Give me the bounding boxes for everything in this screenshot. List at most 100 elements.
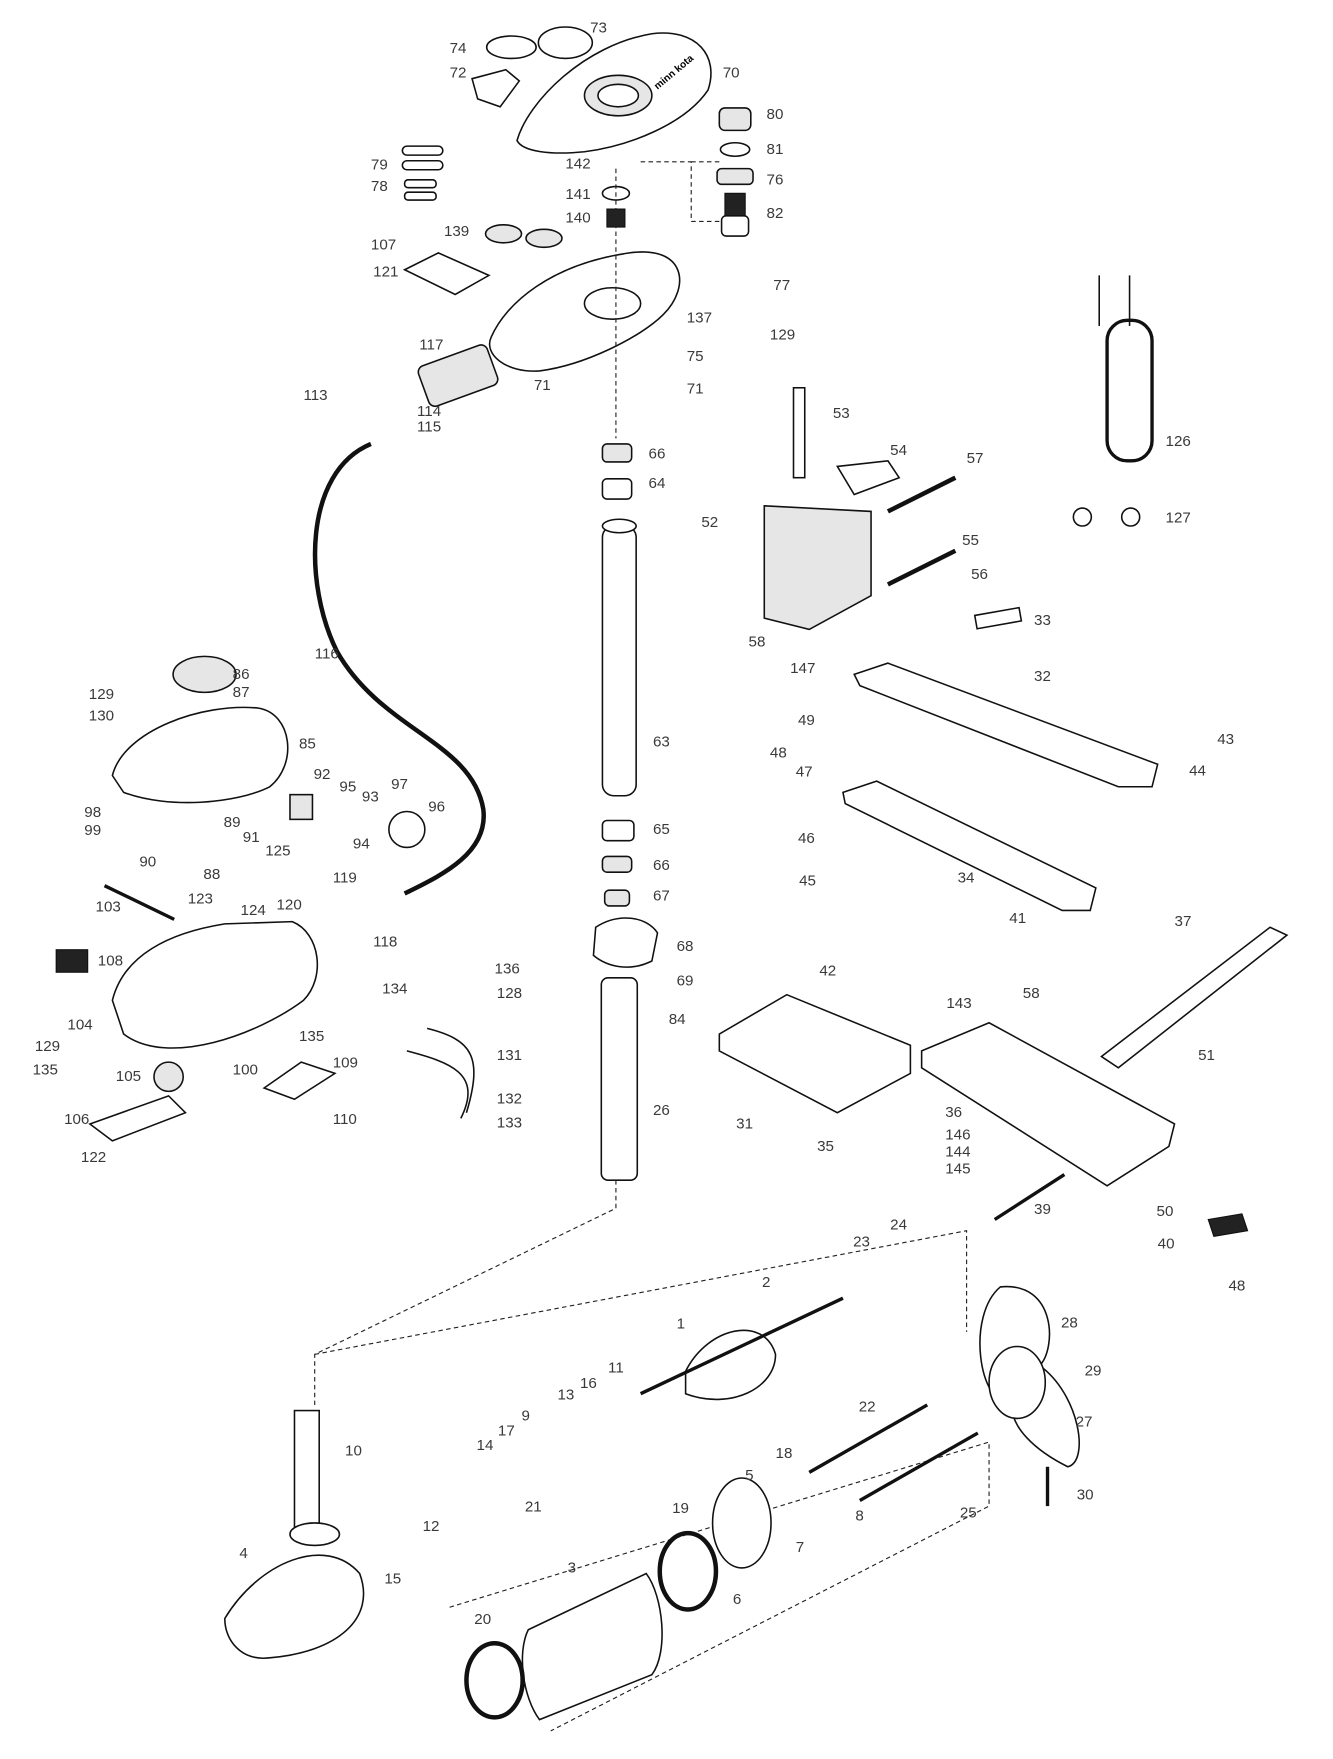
label-29: 29: [1085, 1363, 1102, 1380]
part-53: [792, 386, 806, 479]
label-46: 46: [798, 830, 815, 847]
label-88: 88: [203, 866, 220, 883]
label-104: 104: [67, 1017, 92, 1034]
label-79: 79: [371, 157, 388, 174]
label-70: 70: [723, 65, 740, 82]
part-117: [417, 344, 499, 408]
label-33: 33: [1034, 612, 1051, 629]
label-139: 139: [444, 223, 469, 240]
label-146: 146: [945, 1127, 970, 1144]
label-4: 4: [239, 1545, 247, 1562]
label-118: 118: [373, 933, 397, 950]
label-21: 21: [525, 1499, 542, 1516]
label-27: 27: [1076, 1413, 1093, 1430]
rail-35: [718, 993, 912, 1114]
label-77: 77: [773, 277, 790, 294]
label-147: 147: [790, 660, 815, 677]
label-133: 133: [497, 1114, 522, 1131]
label-26: 26: [653, 1102, 670, 1119]
label-20: 20: [474, 1611, 491, 1628]
cable-116: [312, 441, 486, 896]
label-71b: 71: [687, 380, 704, 397]
housing-3: [521, 1572, 663, 1721]
label-76: 76: [767, 171, 784, 188]
label-106: 106: [64, 1111, 89, 1128]
label-34: 34: [958, 869, 975, 886]
label-44: 44: [1189, 763, 1206, 780]
label-39: 39: [1034, 1201, 1051, 1218]
label-136: 136: [495, 960, 520, 977]
label-90: 90: [139, 854, 156, 871]
label-1: 1: [677, 1316, 685, 1333]
label-75: 75: [687, 348, 704, 365]
label-129: 129: [770, 326, 795, 343]
label-130: 130: [89, 707, 114, 724]
label-25: 25: [960, 1504, 977, 1521]
shaft-63: [601, 525, 637, 797]
label-45: 45: [799, 873, 816, 890]
label-125: 125: [265, 842, 290, 859]
label-43: 43: [1217, 731, 1234, 748]
label-66b: 66: [653, 857, 670, 874]
coil-cord-126: [1072, 275, 1154, 527]
label-97: 97: [391, 776, 408, 793]
label-128: 128: [497, 985, 522, 1002]
label-122: 122: [81, 1149, 106, 1166]
label-119: 119: [333, 869, 357, 886]
label-49: 49: [798, 712, 815, 729]
label-53: 53: [833, 405, 850, 422]
part-72: [471, 68, 521, 108]
label-2: 2: [762, 1274, 770, 1291]
label-68: 68: [677, 938, 694, 955]
label-126: 126: [1166, 433, 1191, 450]
label-123: 123: [188, 891, 213, 908]
label-141: 141: [565, 186, 590, 203]
label-135b: 135: [33, 1062, 58, 1079]
label-137: 137: [687, 310, 712, 327]
label-16: 16: [580, 1375, 597, 1392]
label-80: 80: [767, 106, 784, 123]
label-134: 134: [382, 981, 407, 998]
label-116: 116: [315, 646, 339, 663]
label-129b: 129: [89, 686, 114, 703]
label-107: 107: [371, 237, 396, 254]
label-114: 114: [417, 403, 441, 420]
label-58b: 58: [1023, 985, 1040, 1002]
label-144: 144: [945, 1144, 970, 1161]
label-30: 30: [1077, 1486, 1094, 1503]
label-35: 35: [817, 1138, 834, 1155]
label-42: 42: [819, 963, 836, 980]
label-36: 36: [945, 1104, 962, 1121]
label-115: 115: [417, 419, 441, 436]
label-10: 10: [345, 1443, 362, 1460]
label-132: 132: [497, 1091, 522, 1108]
label-121: 121: [373, 264, 398, 281]
label-66: 66: [649, 446, 666, 463]
label-15: 15: [384, 1571, 401, 1588]
label-23: 23: [853, 1233, 870, 1250]
label-51: 51: [1198, 1047, 1215, 1064]
label-127: 127: [1166, 510, 1191, 527]
label-124: 124: [241, 902, 266, 919]
label-93: 93: [362, 788, 379, 805]
label-56: 56: [971, 566, 988, 583]
label-120: 120: [276, 896, 301, 913]
label-50: 50: [1157, 1203, 1174, 1220]
label-100: 100: [233, 1062, 258, 1079]
label-58: 58: [749, 633, 766, 650]
top-cover-70: minn kota: [516, 32, 712, 154]
label-7: 7: [796, 1539, 804, 1556]
label-105: 105: [116, 1068, 141, 1085]
label-91: 91: [243, 829, 260, 846]
label-31: 31: [736, 1115, 753, 1132]
arm-32: [853, 662, 1159, 788]
label-5: 5: [745, 1467, 753, 1484]
base-104: [111, 920, 319, 1049]
label-55: 55: [962, 532, 979, 549]
label-32: 32: [1034, 668, 1051, 685]
label-131: 131: [497, 1047, 522, 1064]
bracket-52: [763, 504, 872, 631]
control-base-137: [488, 251, 681, 372]
shaft-26: [600, 977, 639, 1181]
rail-36: [920, 1021, 1176, 1187]
